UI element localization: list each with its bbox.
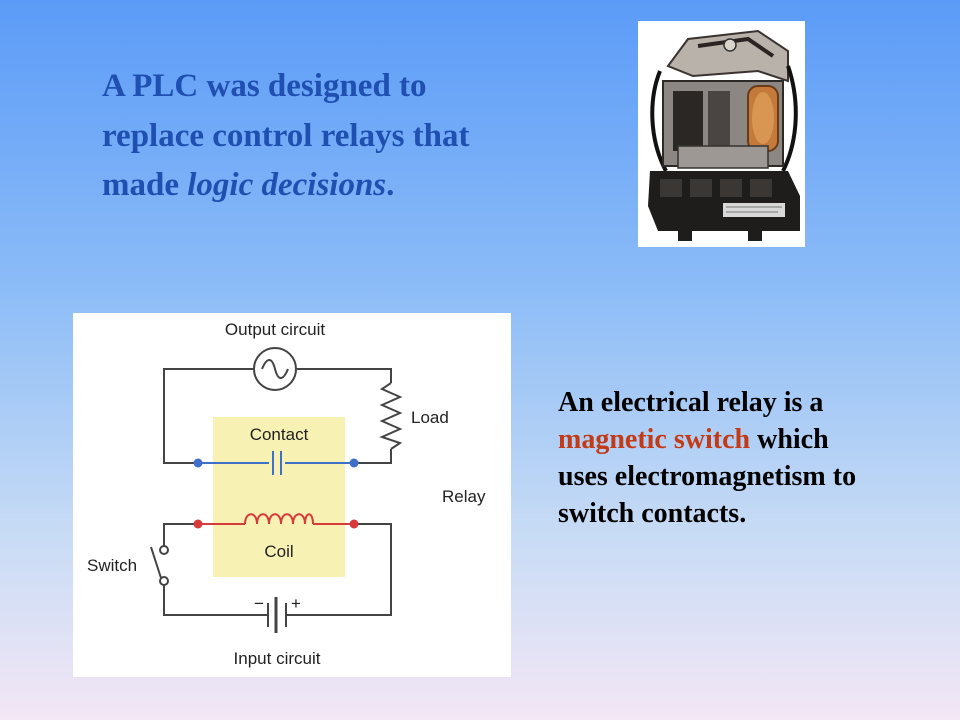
description-part2: which uses electromagnetism to switch co…: [558, 423, 857, 529]
battery-minus-label: −: [254, 594, 264, 613]
headline-line3-suffix: .: [386, 167, 395, 203]
coil-terminal-right: [349, 519, 359, 529]
highlight-switch: switch: [673, 423, 751, 455]
coil-wire: [198, 513, 354, 525]
battery-icon: [267, 597, 287, 633]
output-circuit-label: Output circuit: [225, 320, 325, 339]
output-circuit-wires: [163, 368, 392, 464]
load-label: Load: [411, 408, 449, 427]
contact-label: Contact: [250, 425, 309, 444]
contact-wire: [198, 451, 354, 475]
input-circuit-label: Input circuit: [234, 649, 321, 668]
relay-photo-icon: [638, 21, 805, 247]
resistor-icon: [379, 382, 403, 450]
relay-diagram-svg: Output circuit Load Contact Relay Coil S…: [87, 320, 486, 668]
switch-icon: [150, 545, 169, 586]
description-space: [667, 424, 674, 455]
relay-box: [213, 417, 345, 577]
relay-description: An electrical relay is a magnetic switch…: [558, 385, 858, 533]
description-part1: An electrical relay is a: [558, 387, 824, 418]
coil-terminal-left: [193, 519, 203, 529]
highlight-magnetic: magnetic: [558, 423, 667, 455]
coil-label: Coil: [264, 542, 293, 561]
headline-emphasis: logic decisions: [187, 167, 387, 203]
headline: A PLC was designed to replace control re…: [102, 62, 602, 211]
switch-label: Switch: [87, 556, 137, 575]
headline-line2: replace control relays that: [102, 117, 470, 154]
ac-source-icon: [253, 347, 297, 391]
input-circuit-wires: [163, 523, 392, 616]
relay-photo: [638, 21, 805, 247]
relay-label: Relay: [442, 487, 486, 506]
contact-terminal-left: [193, 458, 203, 468]
relay-diagram: Output circuit Load Contact Relay Coil S…: [73, 313, 511, 677]
headline-line1: A PLC was designed to: [102, 68, 427, 104]
headline-line3-prefix: made: [102, 167, 188, 203]
contact-terminal-right: [349, 458, 359, 468]
battery-plus-label: +: [291, 594, 301, 613]
